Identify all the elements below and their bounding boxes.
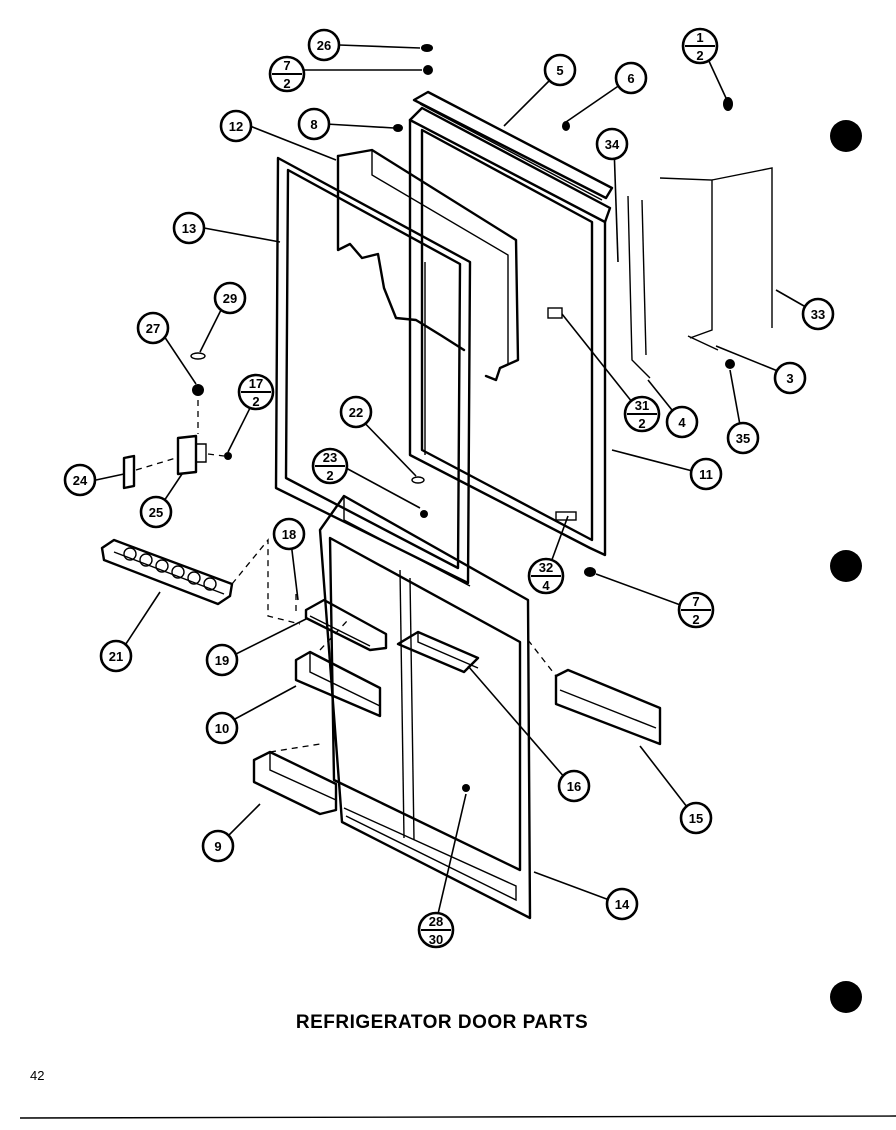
callout-label: 22 [349,405,363,420]
callout-19: 19 [205,643,239,677]
callout-label: 34 [605,137,620,152]
callout-label: 9 [214,839,221,854]
top-channel [412,90,614,201]
callout-label: 24 [73,473,88,488]
callout-denominator: 4 [542,578,550,593]
callout-label: 29 [223,291,237,306]
callout-5: 5 [543,53,577,87]
callout-label: 27 [146,321,160,336]
callout-35: 35 [726,421,760,455]
callout-label: 3 [786,371,793,386]
callout-29: 29 [213,281,247,315]
door-gasket [274,156,472,585]
callout-16: 16 [557,769,591,803]
callout-11: 11 [689,457,723,491]
callout-31-over-2: 312 [623,395,661,433]
page-title: REFRIGERATOR DOOR PARTS [295,1012,589,1033]
callout-21: 21 [99,639,133,673]
trim-strip [527,639,662,746]
callout-numerator: 17 [249,376,263,391]
callout-label: 33 [811,307,825,322]
upper-shelf [295,594,388,652]
dairy-compartment [396,630,480,674]
callout-numerator: 32 [539,560,553,575]
callout-numerator: 23 [323,450,337,465]
callout-label: 12 [229,119,243,134]
callout-33: 33 [801,297,835,331]
callout-label: 8 [310,117,317,132]
callout-label: 18 [282,527,296,542]
callout-3: 3 [773,361,807,395]
callout-label: 35 [736,431,750,446]
callout-27: 27 [136,311,170,345]
callout-denominator: 2 [638,416,645,431]
callout-23-over-2: 232 [311,447,349,485]
egg-tray [100,538,301,625]
door-bin-middle [294,619,382,718]
callout-numerator: 31 [635,398,649,413]
callout-numerator: 28 [429,914,443,929]
callout-denominator: 2 [326,468,333,483]
callout-denominator: 30 [429,932,443,947]
callout-denominator: 2 [692,612,699,627]
lower-hinge [122,400,225,490]
callout-label: 15 [689,811,703,826]
callout-26: 26 [307,28,341,62]
outer-door-frame [408,106,612,557]
callout-label: 5 [556,63,563,78]
callout-13: 13 [172,211,206,245]
page-number: 42 [30,1068,45,1083]
callout-label: 19 [215,653,229,668]
callout-9: 9 [201,829,235,863]
callout-4: 4 [665,405,699,439]
door-bin-lower [252,743,338,816]
callout-numerator: 7 [692,594,699,609]
hardware [190,44,735,792]
callout-7-over-2-top: 72 [268,55,306,93]
callout-18: 18 [272,517,306,551]
inner-door-liner [318,494,532,920]
insulation-panel [336,148,520,382]
callout-7-over-2-bottom: 72 [677,591,715,629]
callout-10: 10 [205,711,239,745]
callout-24: 24 [63,463,97,497]
callout-17-over-2: 172 [237,373,275,411]
callout-label: 21 [109,649,123,664]
callout-14: 14 [605,887,639,921]
callout-6: 6 [614,61,648,95]
callout-label: 11 [699,467,713,482]
callout-label: 10 [215,721,229,736]
callout-label: 25 [149,505,163,520]
callout-denominator: 2 [252,394,259,409]
callout-8: 8 [297,107,331,141]
callout-25: 25 [139,495,173,529]
callout-1-over-2: 12 [681,27,719,65]
callout-22: 22 [339,395,373,429]
callout-12: 12 [219,109,253,143]
callout-label: 6 [627,71,634,86]
callout-label: 16 [567,779,581,794]
page-edge [19,1115,896,1119]
callout-numerator: 1 [696,30,703,45]
callout-label: 14 [615,897,630,912]
callout-denominator: 2 [283,76,290,91]
callout-label: 4 [678,415,686,430]
callout-15: 15 [679,801,713,835]
callout-34: 34 [595,127,629,161]
right-bracket [627,167,773,379]
callout-32-over-4: 324 [527,557,565,595]
callout-denominator: 2 [696,48,703,63]
binder-holes [830,120,862,1013]
callout-numerator: 7 [283,58,290,73]
callout-label: 26 [317,38,331,53]
callout-label: 13 [182,221,196,236]
